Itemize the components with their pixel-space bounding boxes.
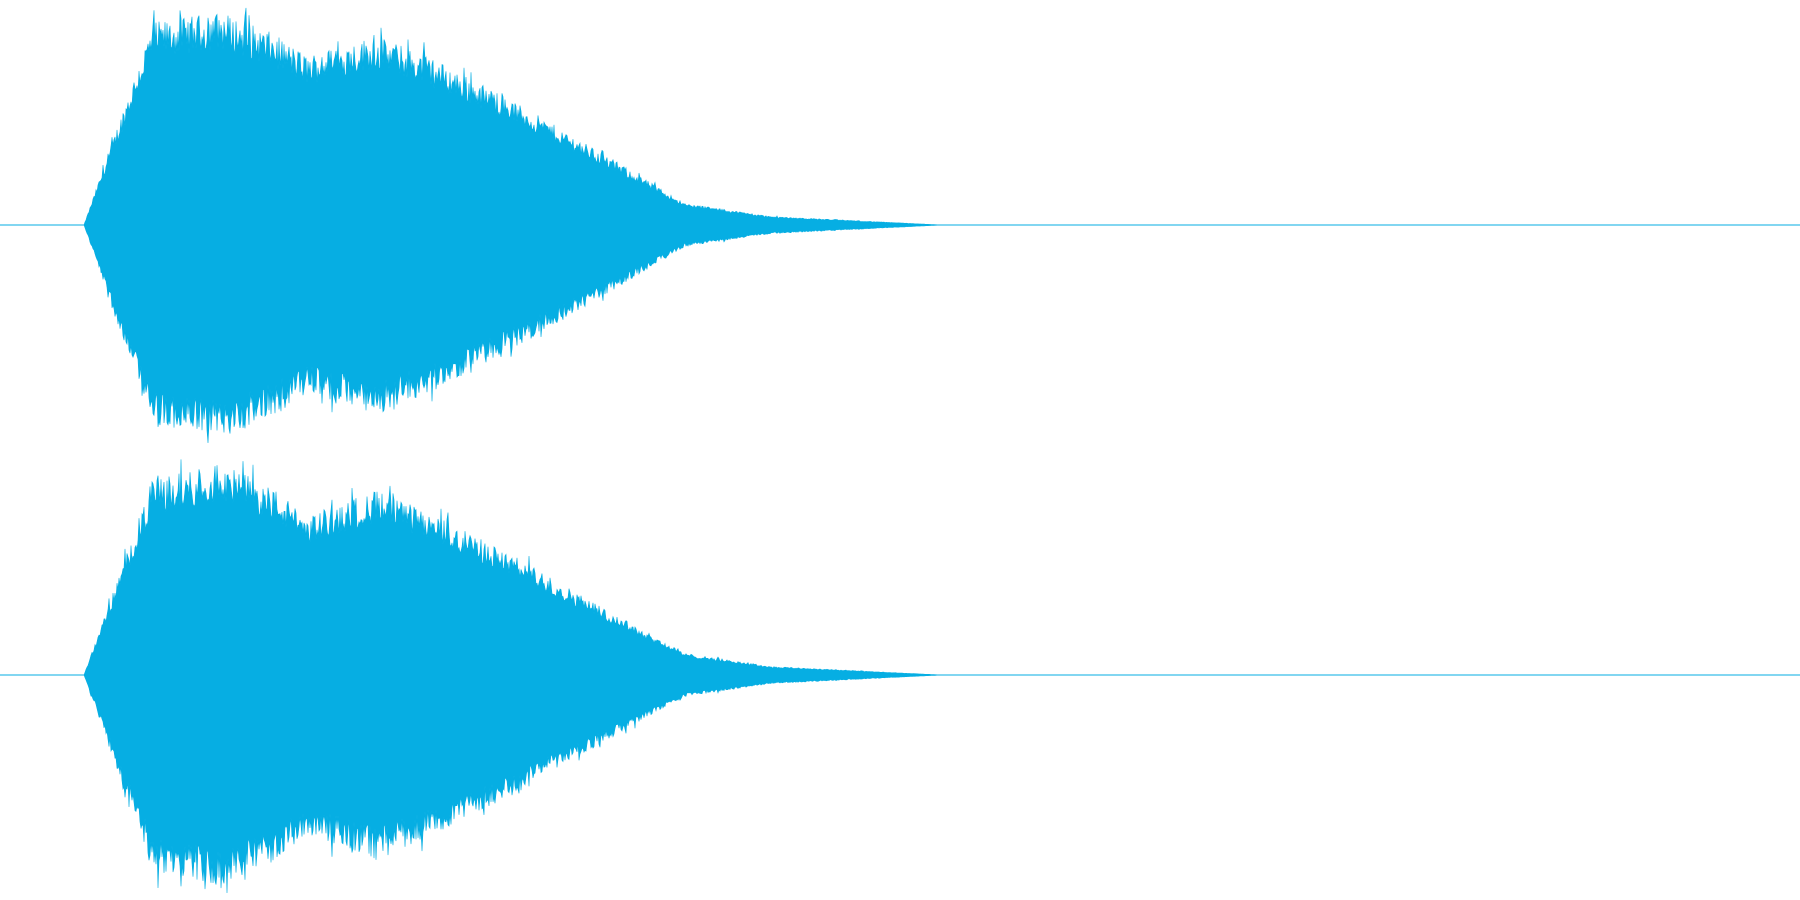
waveform-area-channel-1 [83,459,1800,894]
waveform-channel-0 [0,7,1800,444]
waveform-area-channel-0 [83,7,1800,444]
waveform-channel-1 [0,459,1800,894]
